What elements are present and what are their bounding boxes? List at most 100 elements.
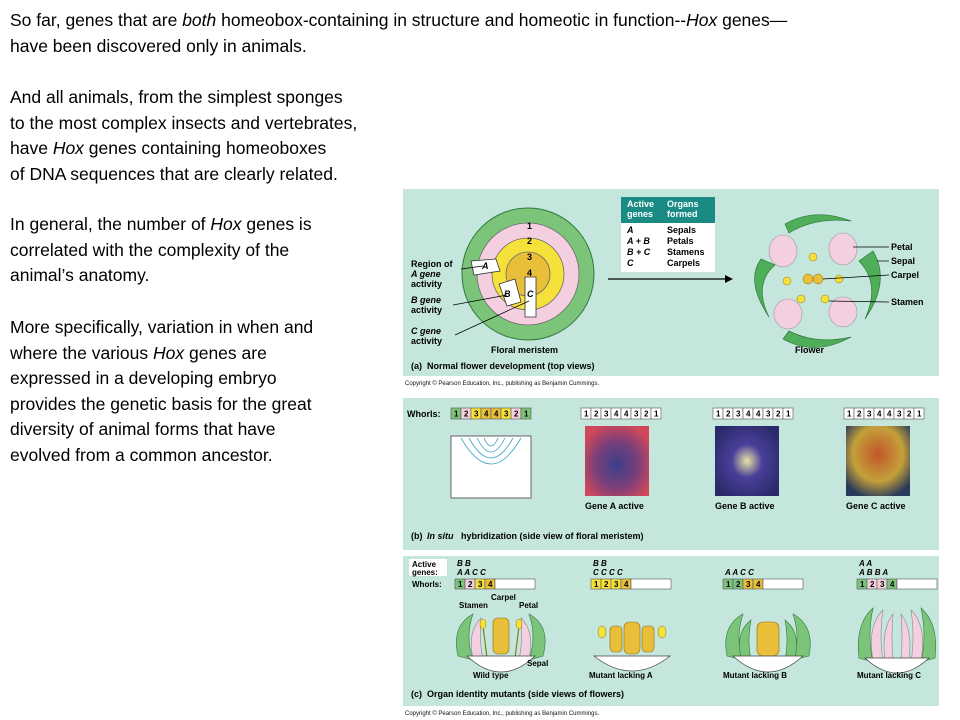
mutant-whorl-number: 1 bbox=[726, 580, 731, 589]
mutant-whorl-number: 1 bbox=[594, 580, 599, 589]
whorl-cell-number: 1 bbox=[716, 410, 721, 419]
sector-a bbox=[470, 258, 501, 276]
region-c-label-1: C gene bbox=[411, 326, 441, 336]
whorl-cell-number: 1 bbox=[454, 410, 459, 419]
whorl-cell-number: 2 bbox=[726, 410, 731, 419]
leader-carpel bbox=[822, 274, 890, 280]
table-row-4-genes: C bbox=[627, 258, 634, 268]
stamen-4 bbox=[796, 294, 806, 304]
table-row-1-genes: A bbox=[626, 225, 634, 235]
meristem-arc-3 bbox=[476, 437, 506, 453]
region-b-label-2: activity bbox=[411, 305, 442, 315]
copyright-a: Copyright © Pearson Education, Inc., pub… bbox=[405, 381, 600, 387]
sector-letter-a: A bbox=[481, 261, 489, 271]
flower-label: Flower bbox=[795, 345, 825, 355]
sepal-right bbox=[858, 250, 881, 320]
table-row-3-genes: B + C bbox=[627, 247, 651, 257]
mutant-whorl-number: 4 bbox=[756, 580, 761, 589]
variation-paragraph: More specifically, variation in when and… bbox=[10, 317, 314, 465]
floral-meristem-label: Floral meristem bbox=[491, 345, 558, 355]
region-a-label-1: Region of bbox=[411, 259, 453, 269]
whorl-cell-number: 1 bbox=[524, 410, 529, 419]
intro-line-1: So far, genes that are both homeobox-con… bbox=[10, 10, 788, 30]
whorl-cell-number: 2 bbox=[857, 410, 862, 419]
meristem-arc-2 bbox=[468, 437, 514, 459]
flower-label-carpel: Carpel bbox=[891, 270, 919, 280]
petal-2 bbox=[828, 232, 858, 266]
whorl-cell-number: 4 bbox=[484, 410, 489, 419]
organ-label-carpel: Carpel bbox=[491, 593, 516, 602]
mutant-whorl-number: 4 bbox=[890, 580, 895, 589]
region-a-label-2: A gene bbox=[410, 269, 441, 279]
whorl-cell-number: 1 bbox=[584, 410, 589, 419]
mutant-label-wild: Wild type bbox=[473, 671, 509, 680]
table-row-2-genes: A + B bbox=[626, 236, 650, 246]
whorl-cell bbox=[782, 407, 794, 420]
whorls-label-b: Whorls: bbox=[407, 409, 441, 419]
leader-line-a bbox=[460, 265, 484, 270]
table-head-organs: Organs bbox=[667, 199, 699, 209]
stamen-5 bbox=[820, 294, 830, 304]
organ-label-stamen: Stamen bbox=[459, 601, 488, 610]
whorl-cell-number: 4 bbox=[494, 410, 499, 419]
leader-line-b bbox=[452, 294, 508, 306]
micrograph-gene-a bbox=[585, 426, 649, 496]
table-row-4-organ: Carpels bbox=[667, 258, 700, 268]
mutant-genes-top: B B bbox=[457, 559, 471, 568]
caption-b: hybridization (side view of floral meris… bbox=[461, 531, 644, 541]
whorl-cell-number: 4 bbox=[614, 410, 619, 419]
whorl-cell-number: 1 bbox=[917, 410, 922, 419]
whorl-cell-number: 4 bbox=[887, 410, 892, 419]
whorl-number-3: 3 bbox=[527, 252, 532, 262]
whorl-cell bbox=[913, 407, 925, 420]
region-b-label-1: B gene bbox=[411, 295, 441, 305]
whorl-cell-number: 2 bbox=[644, 410, 649, 419]
mutant-genes-bottom: C C C C bbox=[593, 568, 623, 577]
mutant-whorl-number: 3 bbox=[478, 580, 483, 589]
intro-paragraph: So far, genes that are both homeobox-con… bbox=[10, 8, 960, 59]
flower-wild-type bbox=[456, 613, 546, 673]
arrow-head-icon bbox=[725, 275, 733, 283]
gene-a-label: Gene A active bbox=[585, 501, 644, 511]
sector-letter-c: C bbox=[527, 289, 534, 299]
mutant-whorl-number: 1 bbox=[860, 580, 865, 589]
whorl-cell-number: 2 bbox=[594, 410, 599, 419]
mutant-genes-bottom: A B B A bbox=[858, 568, 888, 577]
animals-paragraph: And all animals, from the simplest spong… bbox=[10, 87, 358, 184]
figure-panel-a: 1 2 3 4 A B C Region of A gene activity … bbox=[403, 189, 939, 376]
sector-c bbox=[524, 276, 537, 318]
whorl-cell-number: 3 bbox=[736, 410, 741, 419]
whorl-cell-number: 1 bbox=[786, 410, 791, 419]
sector-b bbox=[498, 278, 522, 307]
mutant-genes-top: B B bbox=[593, 559, 607, 568]
mutant-whorl-number: 1 bbox=[458, 580, 463, 589]
mutant-label-a: Mutant lacking A bbox=[589, 671, 653, 680]
active-label-1: Active bbox=[412, 560, 437, 569]
caption-c-tag: (c) bbox=[411, 689, 422, 699]
mutant-whorl-number: 3 bbox=[880, 580, 885, 589]
stamen-1 bbox=[808, 252, 818, 262]
micrograph-gene-c bbox=[846, 426, 910, 496]
mutant-whorl-number: 2 bbox=[604, 580, 609, 589]
whorl-cell-number: 3 bbox=[604, 410, 609, 419]
caption-a: Normal flower development (top views) bbox=[427, 361, 595, 371]
flower-mutant-c bbox=[858, 607, 936, 674]
table-row-1-organ: Sepals bbox=[667, 225, 696, 235]
whorl-cell-number: 3 bbox=[897, 410, 902, 419]
whorl-cell-number: 2 bbox=[514, 410, 519, 419]
carpel-1 bbox=[802, 273, 814, 285]
mutant-whorl-number: 3 bbox=[746, 580, 751, 589]
table-row-3-organ: Stamens bbox=[667, 247, 705, 257]
mutant-whorl-number: 3 bbox=[614, 580, 619, 589]
whorl-number-2: 2 bbox=[527, 236, 532, 246]
mutant-whorl-number: 2 bbox=[468, 580, 473, 589]
whorl-cell-number: 3 bbox=[867, 410, 872, 419]
sepal-left bbox=[754, 258, 776, 318]
mutant-strip-blank bbox=[494, 578, 536, 590]
copyright-c: Copyright © Pearson Education, Inc., pub… bbox=[405, 711, 600, 717]
